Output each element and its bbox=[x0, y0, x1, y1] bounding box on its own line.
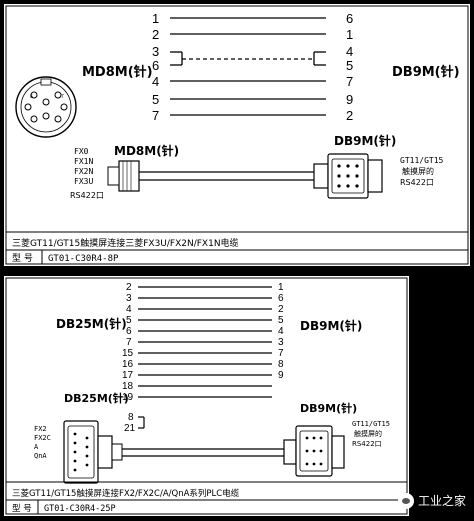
bottom-left-pin: 6 bbox=[126, 326, 132, 337]
top-left-pin: 6 bbox=[152, 58, 159, 73]
top-left-pin: 2 bbox=[152, 27, 159, 42]
fx-label: FX2 bbox=[34, 425, 47, 433]
bottom-right-pin: 3 bbox=[278, 337, 284, 348]
db9m-label: DB9M(针) bbox=[300, 318, 362, 333]
bottom-left-pin: 17 bbox=[122, 370, 134, 381]
bottom-wiring-diagram: 2 3 4 5 6 7 15 16 17 18 19 8 21 1 6 2 5 … bbox=[5, 277, 408, 515]
fx-label: FX1N bbox=[74, 157, 93, 166]
bottom-cable-illustration bbox=[63, 420, 345, 484]
top-model-label: 型 号 bbox=[12, 253, 33, 264]
bottom-left-pin: 21 bbox=[124, 423, 136, 434]
top-left-pin: 4 bbox=[152, 74, 159, 89]
bottom-left-pin: 4 bbox=[126, 304, 132, 315]
plug-db9m-label: DB9M(针) bbox=[334, 133, 396, 148]
fx-label: FX2C bbox=[34, 434, 51, 442]
svg-text:6: 6 bbox=[30, 94, 33, 100]
md8m-label: MD8M(针) bbox=[82, 64, 153, 80]
watermark: 工业之家 bbox=[397, 492, 466, 509]
bottom-left-pin: 19 bbox=[122, 392, 134, 403]
gt-label: GT11/GT15 bbox=[400, 156, 444, 165]
top-right-pin: 4 bbox=[346, 44, 353, 59]
gt-label: 触摸屏的 bbox=[354, 429, 382, 438]
bottom-left-pin: 15 bbox=[122, 348, 134, 359]
top-right-pin: 6 bbox=[346, 11, 353, 26]
bottom-left-pin: 3 bbox=[126, 293, 132, 304]
bottom-right-pin: 6 bbox=[278, 293, 284, 304]
top-left-pin: 1 bbox=[152, 11, 159, 26]
bottom-caption: 三菱GT11/GT15触摸屏连接FX2/FX2C/A/QnA系列PLC电缆 bbox=[12, 488, 240, 499]
top-cable-panel: 1 2 3 6 4 5 7 6 1 4 5 7 9 2 bbox=[4, 4, 470, 266]
bottom-right-pin: 7 bbox=[278, 348, 284, 359]
bottom-border bbox=[5, 277, 408, 515]
svg-text:7: 7 bbox=[61, 94, 64, 100]
bottom-left-pin: 8 bbox=[128, 412, 134, 423]
gt-label: GT11/GT15 bbox=[352, 420, 390, 428]
bottom-right-pin: 5 bbox=[278, 315, 284, 326]
bottom-left-pin: 7 bbox=[126, 337, 132, 348]
bottom-right-pin: 2 bbox=[278, 304, 284, 315]
bottom-right-pin: 9 bbox=[278, 370, 284, 381]
top-model-value: GT01-C30R4-8P bbox=[48, 254, 119, 264]
gt-label: 触摸屏的 bbox=[402, 166, 434, 176]
bottom-right-pin: 8 bbox=[278, 359, 284, 370]
gt-label: RS422口 bbox=[352, 440, 382, 448]
top-right-pin: 2 bbox=[346, 108, 353, 123]
top-wires bbox=[170, 17, 326, 116]
bottom-model-label: 型 号 bbox=[12, 504, 32, 514]
top-right-pin: 5 bbox=[346, 58, 353, 73]
fx-label: QnA bbox=[34, 452, 47, 460]
top-right-pin: 9 bbox=[346, 92, 353, 107]
fx-label: A bbox=[34, 443, 39, 451]
mini-din-8-connector-icon: 6 7 bbox=[15, 76, 77, 138]
top-cable-illustration bbox=[107, 153, 383, 199]
fx-label: FX3U bbox=[74, 177, 93, 186]
plug-db25m-label: DB25M(针) bbox=[64, 391, 129, 405]
bottom-left-pins: 2 3 4 5 6 7 15 16 17 18 19 bbox=[122, 282, 134, 403]
watermark-text: 工业之家 bbox=[417, 494, 466, 508]
fx-label: FX0 bbox=[74, 147, 89, 156]
bottom-left-pin: 2 bbox=[126, 282, 132, 293]
plug-db9m-label: DB9M(针) bbox=[300, 401, 357, 415]
wechat-icon bbox=[397, 492, 414, 509]
top-left-pin: 5 bbox=[152, 92, 159, 107]
fx-label: FX2N bbox=[74, 167, 93, 176]
db9m-label: DB9M(针) bbox=[392, 64, 460, 80]
bottom-right-pin: 1 bbox=[278, 282, 284, 293]
bottom-left-pin: 5 bbox=[126, 315, 132, 326]
top-right-pin: 1 bbox=[346, 27, 353, 42]
bottom-wires bbox=[138, 286, 272, 429]
top-left-pin: 7 bbox=[152, 108, 159, 123]
top-left-pin: 3 bbox=[152, 44, 159, 59]
bottom-left-pin: 16 bbox=[122, 359, 134, 370]
top-right-pin: 7 bbox=[346, 74, 353, 89]
plug-md8m-label: MD8M(针) bbox=[114, 143, 179, 158]
top-caption: 三菱GT11/GT15触摸屏连接三菱FX3U/FX2N/FX1N电缆 bbox=[12, 237, 239, 249]
rs422-label: RS422口 bbox=[70, 191, 104, 200]
top-wiring-diagram: 1 2 3 6 4 5 7 6 1 4 5 7 9 2 bbox=[5, 5, 469, 265]
bottom-model-value: GT01-C30R4-25P bbox=[44, 504, 116, 514]
bottom-right-pin: 4 bbox=[278, 326, 284, 337]
top-border bbox=[5, 5, 469, 265]
gt-label: RS422口 bbox=[400, 178, 434, 187]
bottom-cable-panel: 2 3 4 5 6 7 15 16 17 18 19 8 21 1 6 2 5 … bbox=[4, 276, 409, 516]
bottom-left-pin: 18 bbox=[122, 381, 134, 392]
db25m-label: DB25M(针) bbox=[56, 316, 127, 331]
